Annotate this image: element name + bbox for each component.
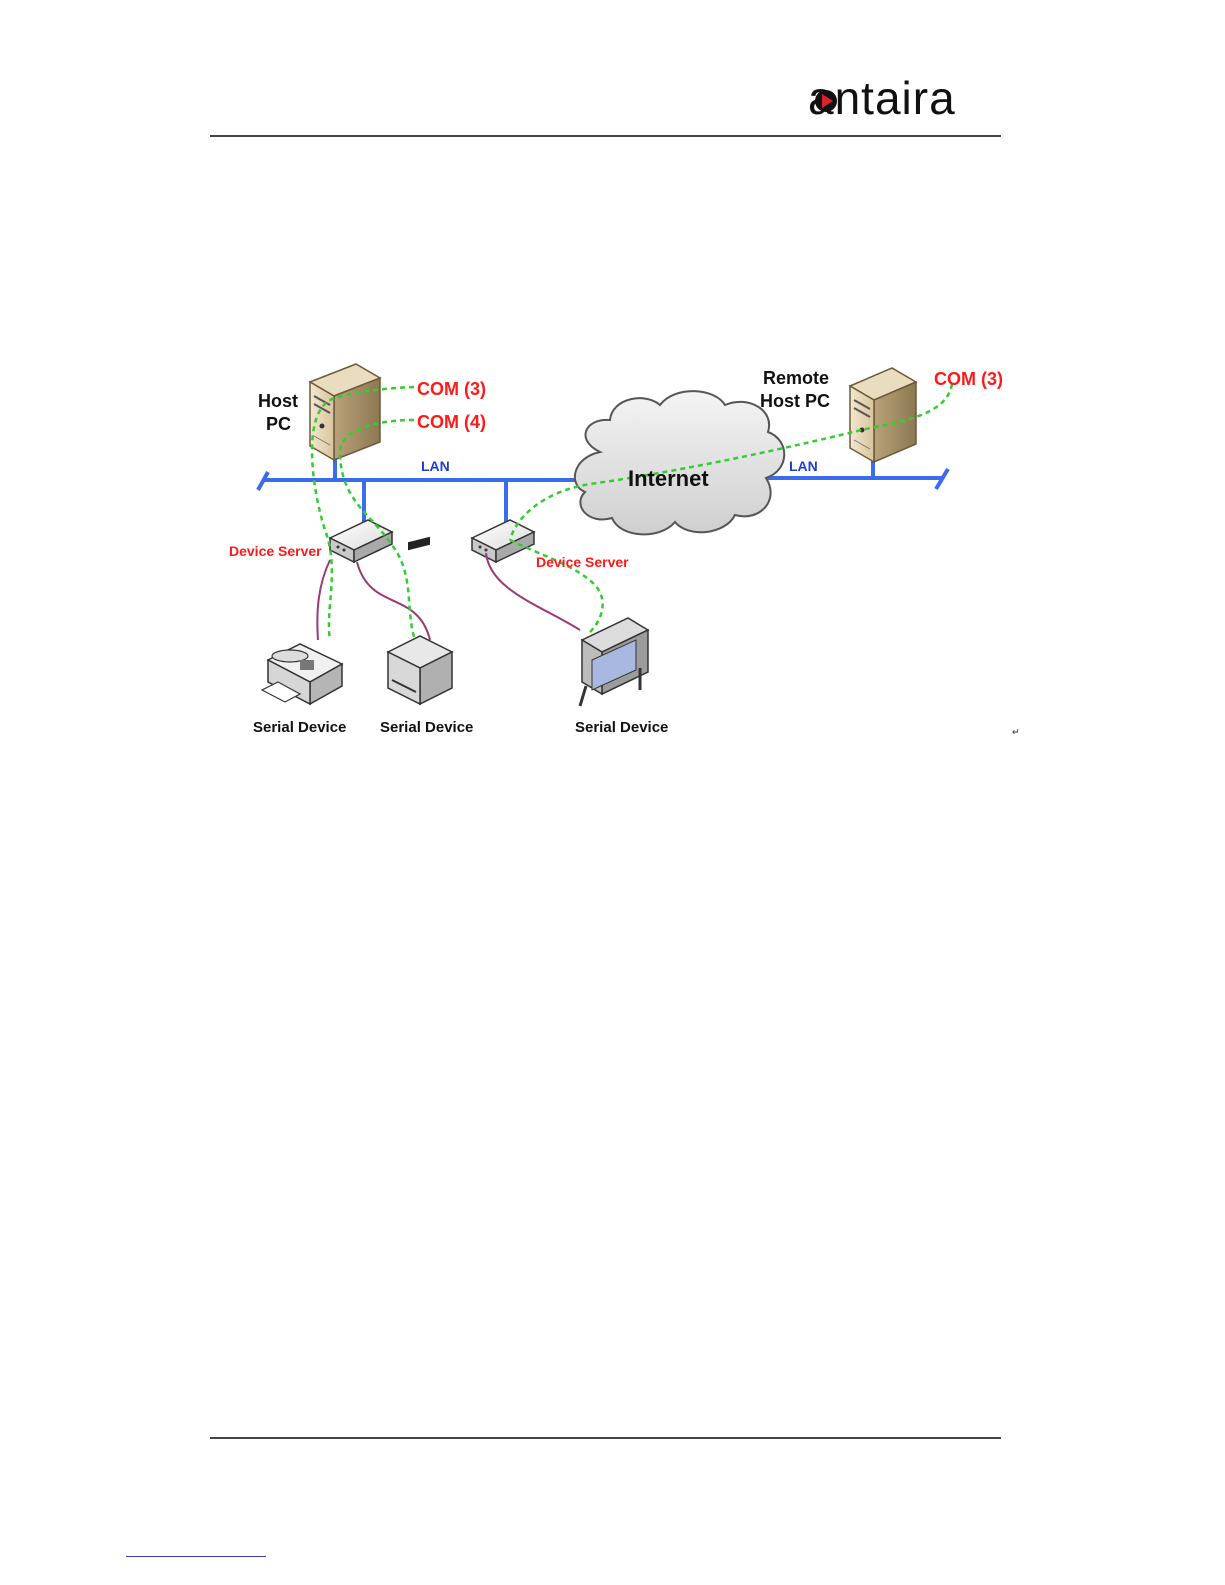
lan-right-label: LAN [789, 458, 818, 474]
remote-com3-label: COM (3) [934, 369, 1003, 389]
remote-host-pc-tower [850, 368, 916, 462]
remote-host-pc-label-line1: Remote [763, 368, 829, 388]
serial-device-label-2: Serial Device [380, 719, 473, 736]
host-pc-label-line1: Host [258, 391, 298, 411]
lan-left-label: LAN [421, 458, 450, 474]
host-com4-label: COM (4) [417, 412, 486, 432]
remote-host-pc-label-line2: Host PC [760, 391, 830, 411]
device-server-left-box [330, 520, 392, 562]
internet-cloud [575, 391, 784, 534]
host-com3-label: COM (3) [417, 379, 486, 399]
device-server-left-label: Device Server [229, 543, 322, 559]
host-pc-label-line2: PC [266, 414, 291, 434]
device-server-right-label: Device Server [536, 554, 629, 570]
fax-machine-icon [262, 644, 342, 704]
laser-printer-icon [388, 537, 452, 704]
internet-label: Internet [628, 466, 709, 491]
device-server-right-box [472, 520, 534, 562]
paragraph-mark-icon: ↵ [1012, 727, 1020, 737]
serial-device-label-3: Serial Device [575, 719, 668, 736]
serial-device-label-1: Serial Device [253, 719, 346, 736]
